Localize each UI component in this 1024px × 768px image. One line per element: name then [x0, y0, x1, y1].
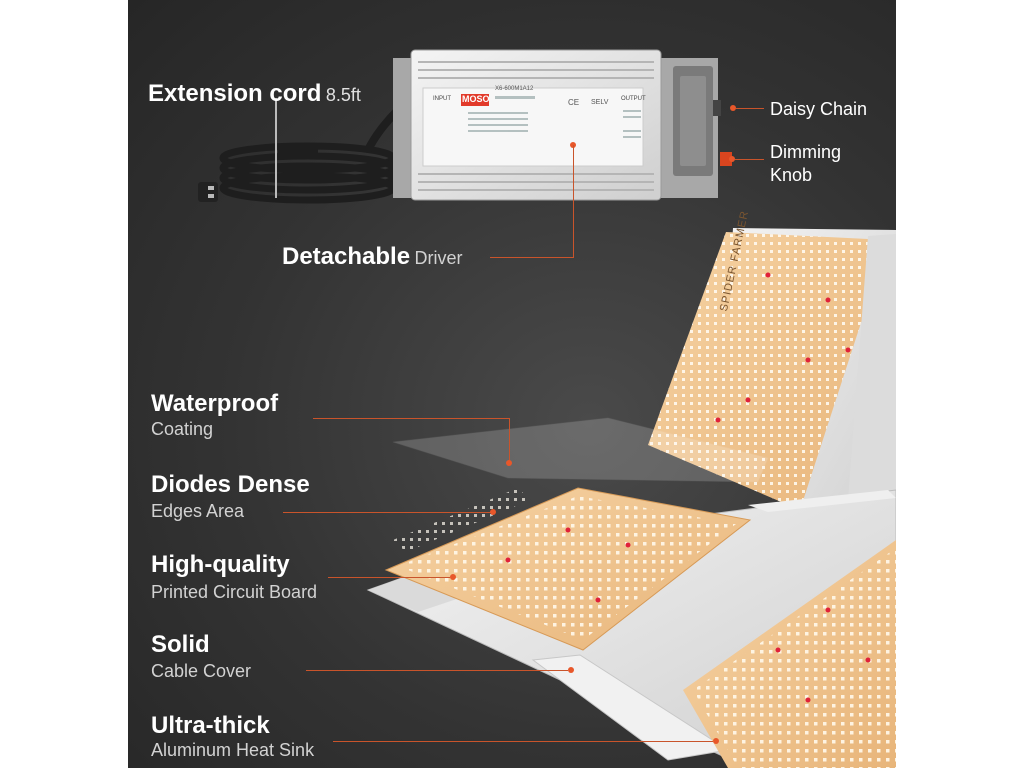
daisy-chain-label: Daisy Chain	[770, 99, 868, 119]
pcb-dot	[450, 574, 456, 580]
daisy-chain-dot	[730, 105, 736, 111]
pcb-board-right	[683, 540, 896, 768]
heatsink-subtitle: Aluminum Heat Sink	[151, 740, 315, 760]
heatsink-title: Ultra-thick	[151, 712, 270, 739]
cable-cover-title: Solid	[151, 631, 210, 658]
driver-model: X6-600M1A12	[495, 86, 534, 92]
dimming-knob-label-line2: Knob	[770, 165, 813, 185]
driver-line-h	[490, 257, 574, 258]
detachable-driver-label: Detachable Driver	[282, 243, 463, 270]
driver-ce-mark: CE	[568, 98, 580, 107]
driver-output-label: OUTPUT	[621, 96, 646, 102]
driver-input-label: INPUT	[433, 96, 451, 102]
dimming-knob-icon	[720, 152, 732, 166]
product-feature-panel: SPIDER FARMER MOSO X6-600M1A12 INPUT OUT…	[128, 0, 896, 768]
driver-selv-mark: SELV	[591, 99, 609, 106]
driver-line-v	[573, 145, 574, 257]
waterproof-sheet	[392, 417, 769, 483]
waterproof-title: Waterproof	[151, 390, 279, 417]
pcb-title: High-quality	[151, 551, 290, 578]
diodes-title: Diodes Dense	[151, 471, 310, 498]
waterproof-line-v	[509, 418, 510, 462]
grow-light-illustration	[198, 49, 896, 768]
daisy-chain-port-icon	[713, 100, 721, 116]
waterproof-dot	[506, 460, 512, 466]
waterproof-line-h	[313, 418, 509, 419]
extension-cord-label: Extension cord 8.5ft	[148, 80, 361, 107]
cord-callout-line	[275, 98, 277, 198]
pcb-line	[328, 577, 450, 578]
cable-cover-subtitle: Cable Cover	[151, 661, 252, 681]
heatsink-line	[333, 741, 713, 742]
driver-logo: MOSO	[462, 94, 490, 104]
dimming-dot	[729, 156, 735, 162]
waterproof-subtitle: Coating	[151, 419, 214, 439]
pcb-subtitle: Printed Circuit Board	[151, 582, 318, 602]
diodes-subtitle: Edges Area	[151, 501, 245, 521]
cable-dot	[568, 667, 574, 673]
pcb-board-front	[384, 487, 752, 651]
extension-cord	[219, 107, 401, 204]
led-driver	[198, 49, 732, 204]
cable-line	[306, 670, 568, 671]
plug-icon	[198, 182, 218, 202]
heatsink-dot	[713, 738, 719, 744]
daisy-chain-line	[736, 108, 764, 109]
dimming-line	[735, 159, 764, 160]
diodes-dot	[490, 509, 496, 515]
dimming-knob-label-line1: Dimming	[770, 142, 842, 162]
diodes-line	[283, 512, 493, 513]
